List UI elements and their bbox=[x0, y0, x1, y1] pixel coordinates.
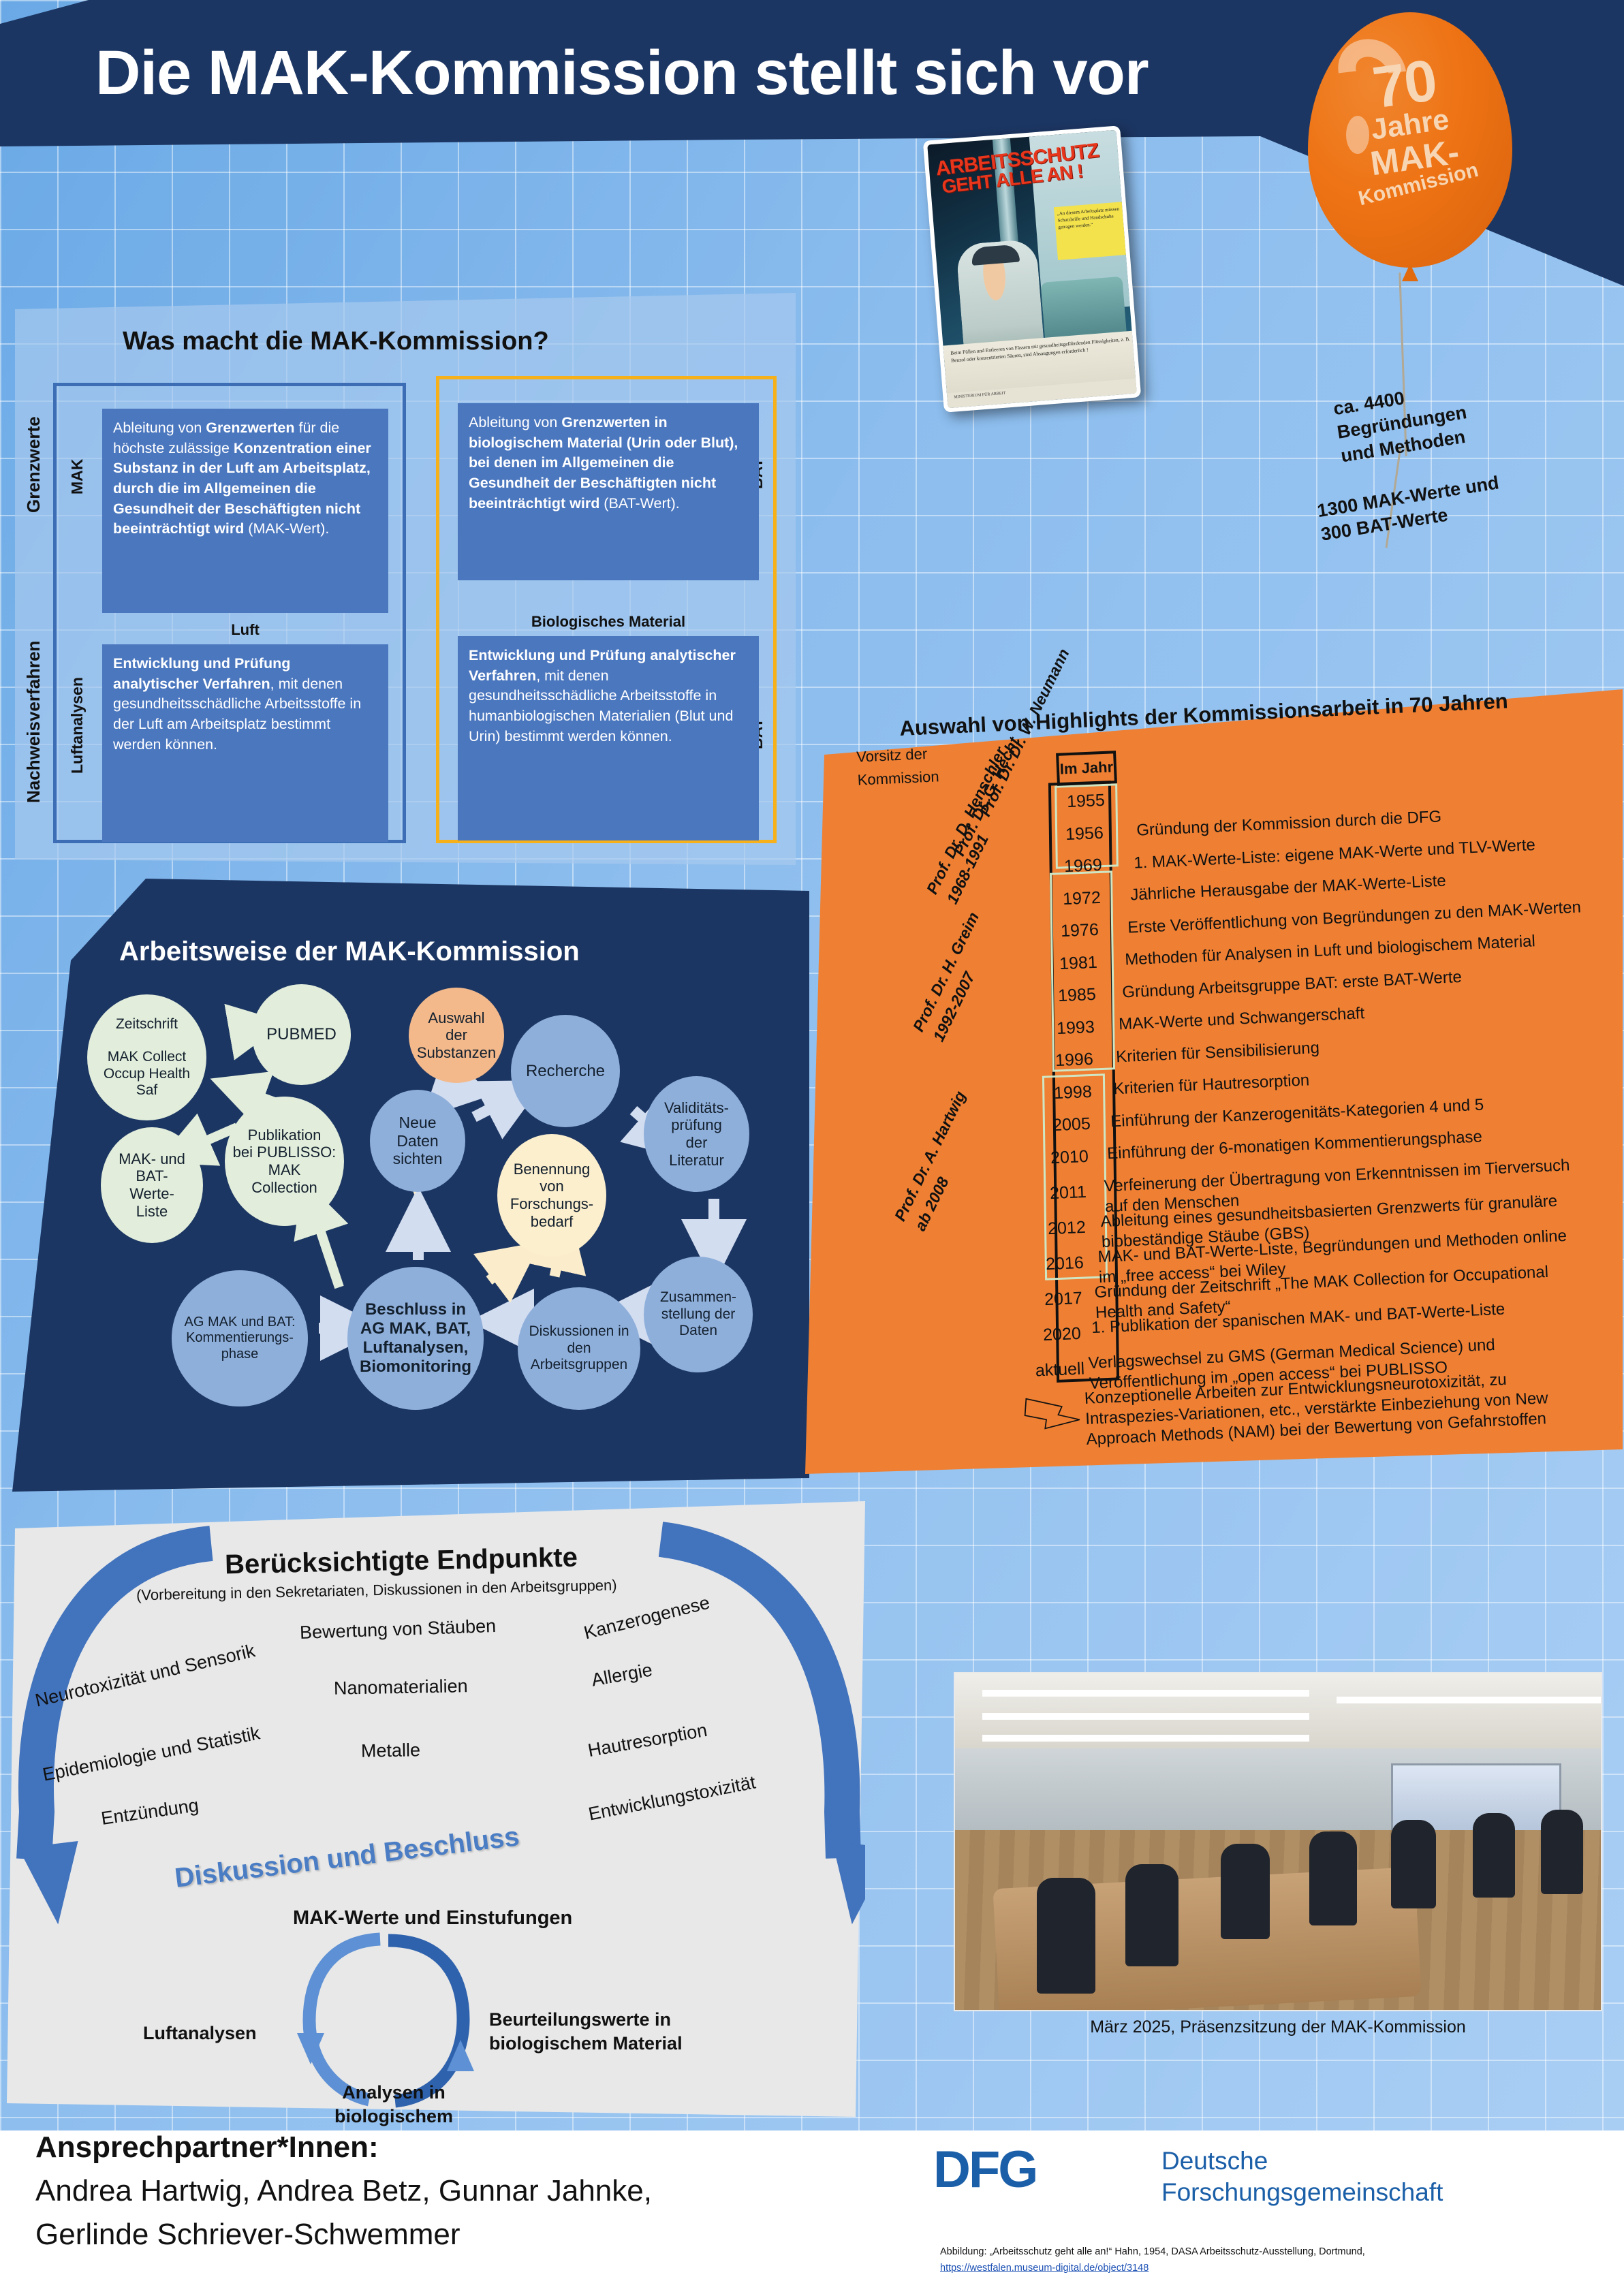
timeline-year-aktuell: aktuell bbox=[1035, 1359, 1086, 1381]
photo-attendee bbox=[1125, 1864, 1178, 1966]
meeting-photo-caption: März 2025, Präsenzsitzung der MAK-Kommis… bbox=[1090, 2017, 1466, 2036]
luft-definition-card: Entwicklung und Prüfung analytischer Ver… bbox=[102, 644, 388, 842]
timeline-chair-column-header: Vorsitz der Kommission bbox=[856, 742, 940, 792]
label-luftanalysen: Luftanalysen bbox=[68, 677, 86, 774]
timeline-year-1998: 1998 bbox=[1053, 1082, 1093, 1103]
timeline-chair-header-line2: Kommission bbox=[857, 768, 940, 789]
endpoint-item-3: Nanomaterialien bbox=[333, 1676, 468, 1699]
timeline-year-1955: 1955 bbox=[1066, 790, 1106, 812]
label-grenzwerte: Grenzwerte bbox=[23, 416, 44, 513]
endpoints-loop-right-line1: Beurteilungswerte in bbox=[489, 2009, 672, 2030]
endpoint-item-6: Metalle bbox=[360, 1740, 421, 1761]
timeline-year-2017: 2017 bbox=[1044, 1288, 1083, 1309]
photo-ceiling bbox=[955, 1673, 1601, 1754]
workflow-heading: Arbeitsweise der MAK-Kommission bbox=[119, 937, 580, 966]
label-mak: MAK bbox=[68, 458, 86, 495]
dfg-wordmark: Deutsche Forschungsgemeinschaft bbox=[1161, 2145, 1443, 2209]
timeline-year-2005: 2005 bbox=[1052, 1114, 1091, 1135]
photo-attendee bbox=[1037, 1878, 1095, 1994]
workflow-node-kommphase: AG MAK und BAT:Kommentierungs-phase bbox=[172, 1270, 308, 1406]
label-nachweisverfahren: Nachweisverfahren bbox=[23, 640, 44, 804]
photo-attendee bbox=[1221, 1844, 1270, 1939]
contact-names-line1: Andrea Hartwig, Andrea Betz, Gunnar Jahn… bbox=[35, 2174, 652, 2207]
contact-names-line2: Gerlinde Schriever-Schwemmer bbox=[35, 2218, 460, 2251]
meeting-photo bbox=[954, 1672, 1602, 2011]
page-title: Die MAK-Kommission stellt sich vor bbox=[95, 38, 1149, 108]
contact-heading: Ansprechpartner*Innen: bbox=[35, 2130, 379, 2164]
timeline-year-1981: 1981 bbox=[1059, 952, 1098, 973]
luft-definition-text: Entwicklung und Prüfung analytischer Ver… bbox=[113, 655, 362, 753]
workflow-node-pubmed: PUBMED bbox=[252, 984, 351, 1085]
timeline-year-1993: 1993 bbox=[1056, 1017, 1095, 1038]
endpoints-loop-right-label: Beurteilungswerte in biologischem Materi… bbox=[489, 2008, 683, 2056]
stat-begruendungen: ca. 4400 Begründungen und Methoden bbox=[1332, 377, 1472, 469]
timeline-year-1956: 1956 bbox=[1065, 823, 1104, 844]
bat-definition-text: Ableitung von Grenzwerten in biologische… bbox=[469, 414, 738, 512]
vintage-poster-note: „An diesem Arbeitsplatz müssen Schutzbri… bbox=[1053, 202, 1129, 260]
stat-werte: 1300 MAK-Werte und 300 BAT-Werte bbox=[1315, 471, 1504, 546]
timeline-year-2011: 2011 bbox=[1049, 1182, 1087, 1203]
timeline-year-1985: 1985 bbox=[1057, 984, 1097, 1006]
endpoints-loop-left-label: Luftanalysen bbox=[143, 2023, 257, 2043]
biomat-definition-text: Entwicklung und Prüfung analytischer Ver… bbox=[469, 647, 736, 744]
timeline-year-2016: 2016 bbox=[1046, 1253, 1084, 1274]
dfg-wordmark-line2: Forschungsgemeinschaft bbox=[1161, 2178, 1443, 2207]
footer-bar bbox=[0, 2130, 1624, 2296]
vintage-poster-image: ARBEITSSCHUTZ GEHT ALLE AN ! „An diesem … bbox=[922, 125, 1142, 413]
timeline-year-2010: 2010 bbox=[1050, 1146, 1089, 1167]
timeline-year-1969: 1969 bbox=[1063, 855, 1103, 877]
endpoints-section-panel bbox=[7, 1501, 865, 2117]
endpoints-loop-bottom-line1: Analysen in bbox=[342, 2082, 446, 2103]
biological-group-box bbox=[436, 376, 777, 843]
poster-canvas: Die MAK-Kommission stellt sich vor ARBEI… bbox=[0, 0, 1624, 2130]
mak-definition-text: Ableitung von Grenzwerten für die höchst… bbox=[113, 420, 371, 537]
timeline-year-column-header: Im Jahr bbox=[1056, 751, 1117, 786]
photo-attendee bbox=[1473, 1813, 1515, 1898]
timeline-year-1976: 1976 bbox=[1061, 919, 1099, 941]
what-does-heading: Was macht die MAK-Kommission? bbox=[123, 327, 549, 356]
timeline-year-2020: 2020 bbox=[1042, 1323, 1082, 1344]
image-credit-link[interactable]: https://westfalen.museum-digital.de/obje… bbox=[940, 2263, 1149, 2274]
endpoints-result-label: MAK-Werte und Einstufungen bbox=[293, 1907, 573, 1929]
timeline-chair-header-line1: Vorsitz der bbox=[856, 745, 928, 766]
luft-card-heading: Luft bbox=[231, 621, 260, 638]
vintage-poster-artwork: ARBEITSSCHUTZ GEHT ALLE AN ! „An diesem … bbox=[927, 129, 1137, 409]
timeline-section-panel bbox=[805, 689, 1623, 1474]
timeline-year-1996: 1996 bbox=[1055, 1049, 1094, 1071]
timeline-year-1972: 1972 bbox=[1062, 887, 1101, 909]
photo-attendee bbox=[1309, 1831, 1357, 1925]
timeline-year-2012: 2012 bbox=[1047, 1217, 1087, 1238]
balloon-highlight-secondary bbox=[1346, 116, 1369, 154]
image-credit: Abbildung: „Arbeitsschutz geht alle an!“… bbox=[940, 2246, 1365, 2257]
endpoints-loop-right-line2: biologischem Material bbox=[489, 2033, 683, 2054]
biomat-definition-card: Entwicklung und Prüfung analytischer Ver… bbox=[458, 636, 759, 840]
bat-definition-card: Ableitung von Grenzwerten in biologische… bbox=[458, 403, 759, 580]
mak-definition-card: Ableitung von Grenzwerten für die höchst… bbox=[102, 409, 388, 613]
endpoints-loop-bottom-line2: biologischem Material bbox=[334, 2106, 454, 2130]
photo-attendee bbox=[1391, 1820, 1436, 1908]
anniversary-balloon: 70 Jahre MAK- Kommission bbox=[1308, 12, 1512, 281]
endpoints-loop-bottom-label: Analysen in biologischem Material bbox=[298, 2081, 489, 2130]
timeline-arrowhead bbox=[1024, 1398, 1080, 1430]
biomat-card-heading: Biologisches Material bbox=[531, 613, 686, 630]
dfg-wordmark-line1: Deutsche bbox=[1161, 2147, 1268, 2175]
workflow-node-recherche: Recherche bbox=[511, 1015, 620, 1127]
balloon-knot bbox=[1402, 264, 1418, 281]
dfg-logo: DFG bbox=[933, 2141, 1038, 2199]
endpoints-cycle-loop bbox=[297, 1932, 474, 2108]
endpoints-curved-arrows bbox=[16, 1522, 865, 1925]
photo-attendee bbox=[1541, 1810, 1583, 1894]
